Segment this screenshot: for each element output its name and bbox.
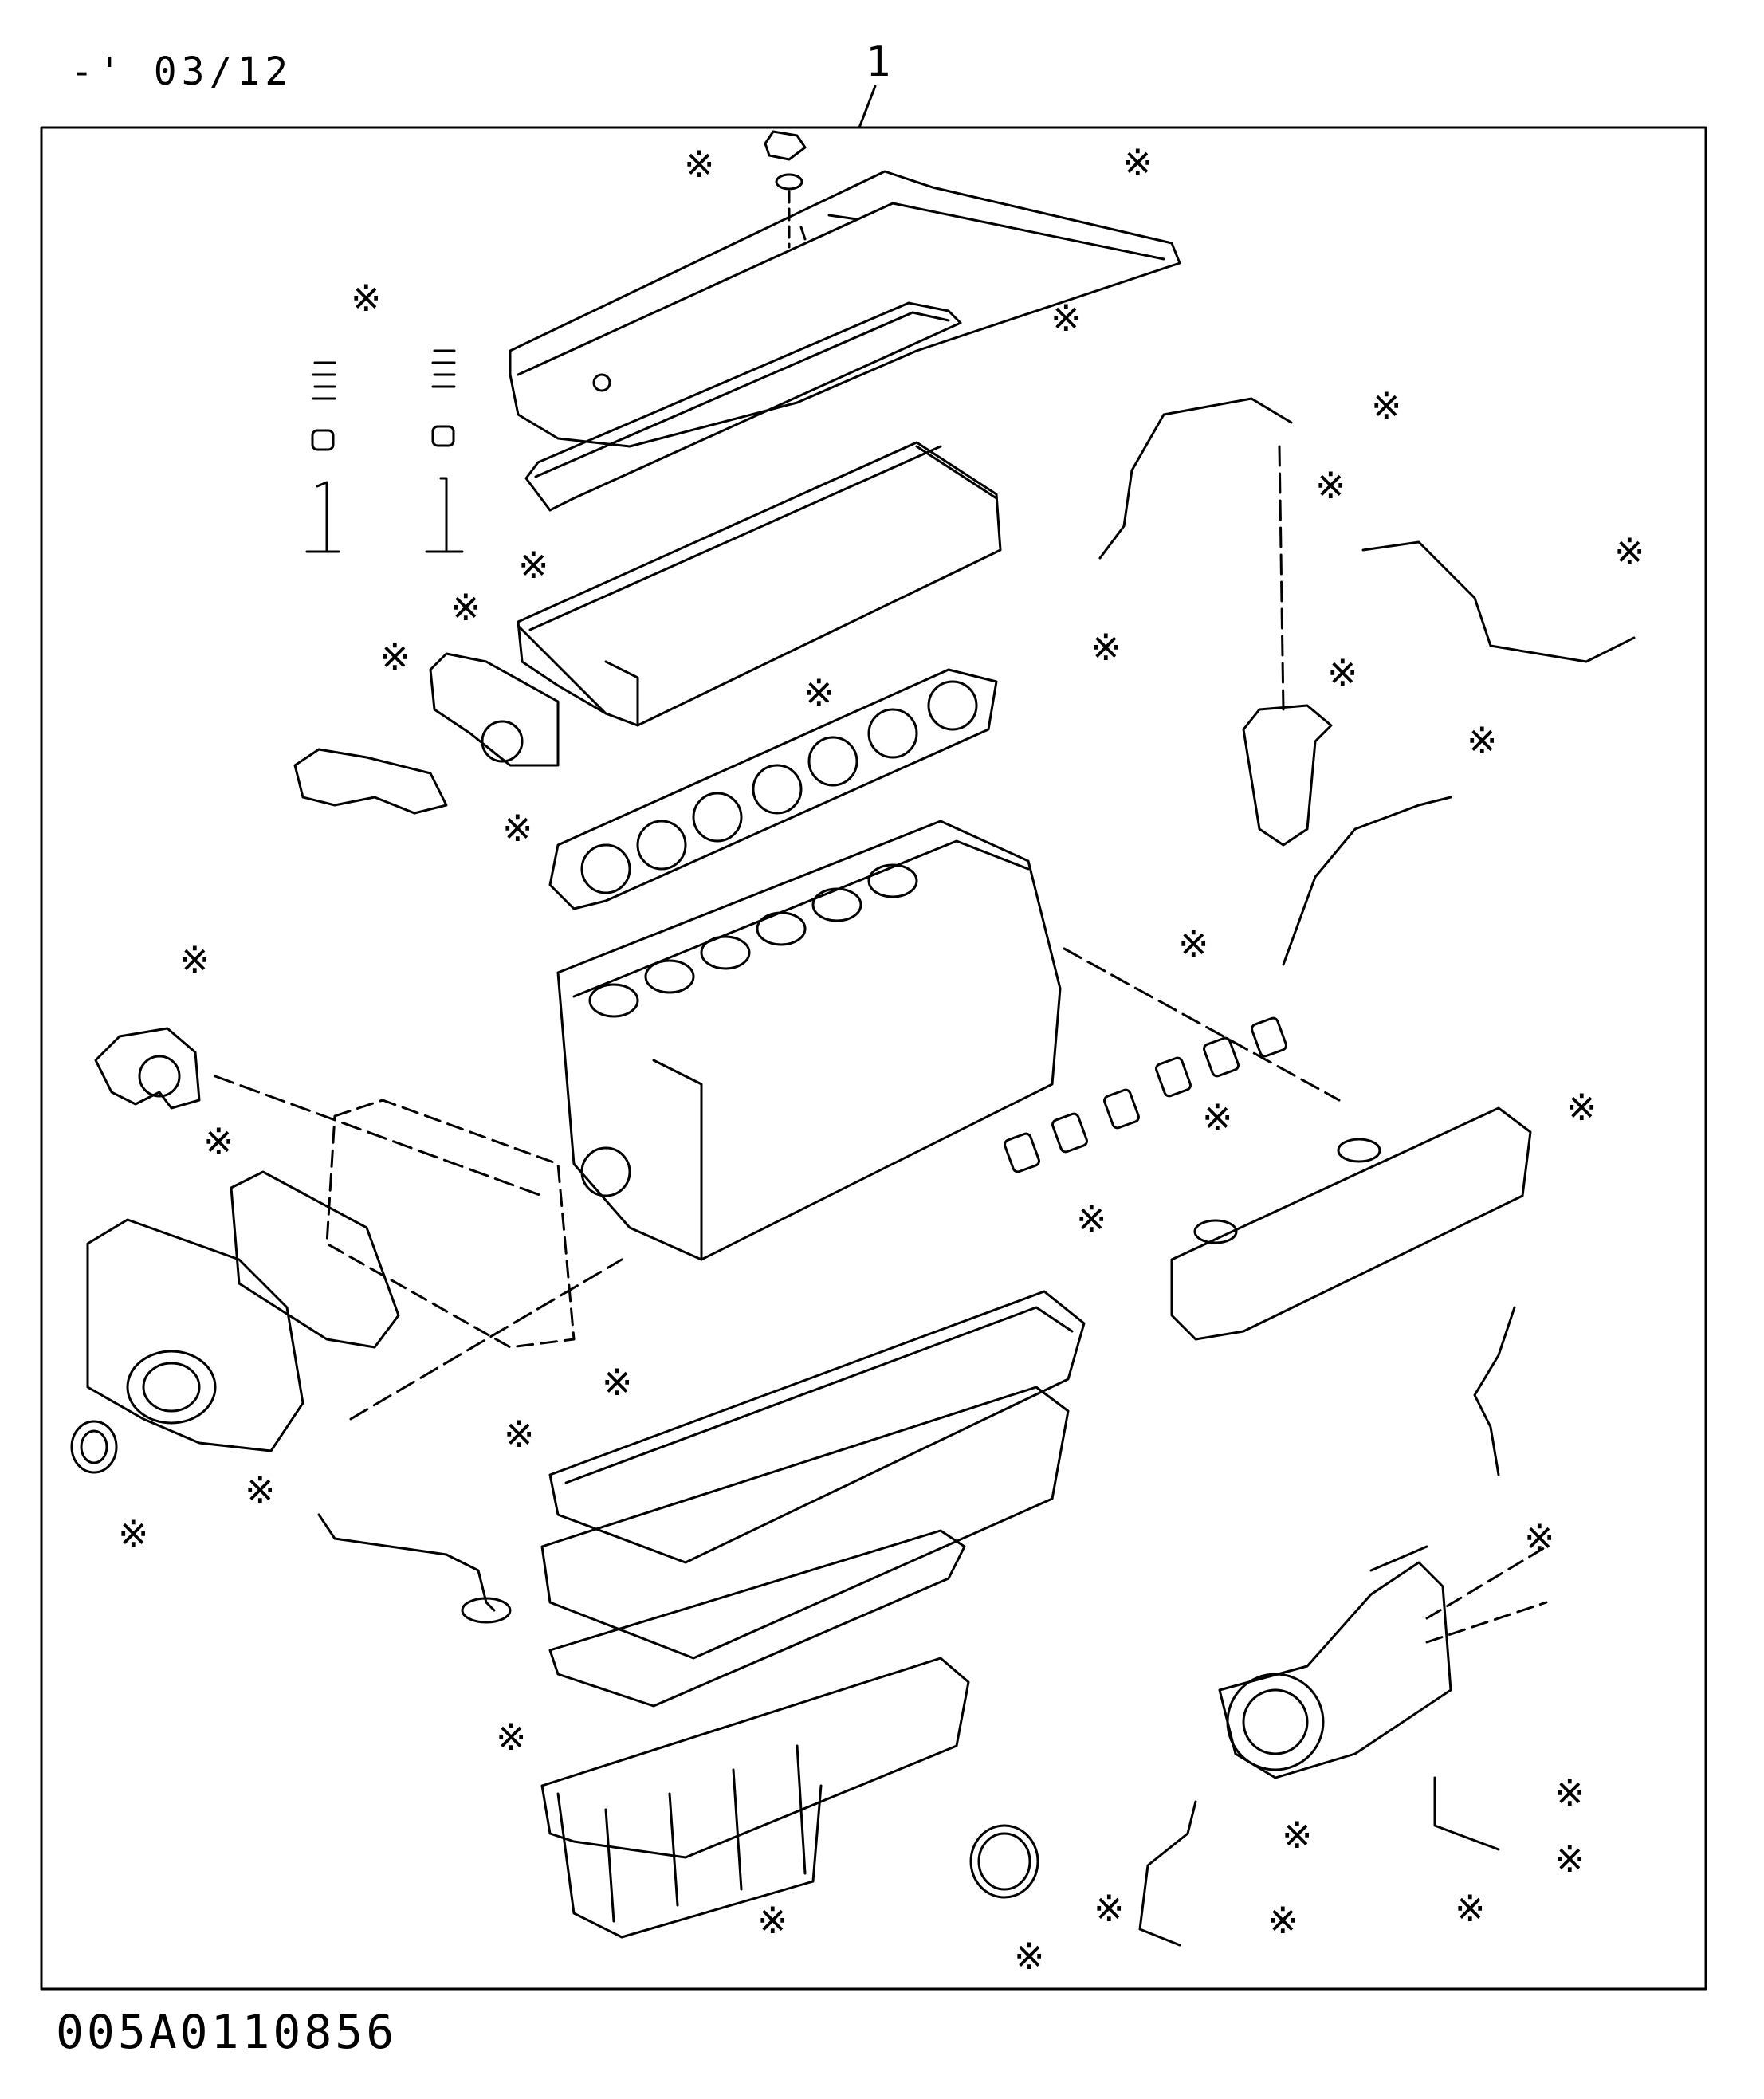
- oil-pan-gasket-upper: [548, 1290, 1086, 1564]
- rocker-cover-gasket: [524, 301, 962, 512]
- fuel-pipe-1: [1098, 397, 1293, 560]
- water-pump: [94, 1027, 544, 1197]
- oil-filler-cap: [764, 130, 807, 249]
- marker-23: ※: [504, 1413, 535, 1456]
- marker-31: ※: [1094, 1887, 1125, 1930]
- injection-pipe: [1138, 1800, 1197, 1947]
- valve-spring-left: [305, 361, 340, 553]
- thermostat-housing: [429, 652, 560, 767]
- marker-28: ※: [1554, 1771, 1585, 1814]
- item-number: 1: [866, 38, 891, 86]
- marker-26: ※: [1524, 1516, 1555, 1559]
- fuel-pipe-3: [1282, 796, 1452, 966]
- cylinder-head: [517, 441, 1002, 727]
- marker-12: ※: [379, 635, 411, 678]
- marker-32: ※: [1455, 1887, 1486, 1930]
- marker-4: ※: [1051, 297, 1082, 340]
- fuel-pipe-4: [1473, 1306, 1516, 1476]
- marker-20: ※: [203, 1120, 234, 1163]
- injection-pump-o-ring: [969, 1824, 1039, 1899]
- marker-9: ※: [1090, 626, 1122, 669]
- marker-30: ※: [1554, 1838, 1585, 1881]
- rocker-cover: [509, 170, 1181, 448]
- marker-17: ※: [1178, 922, 1209, 965]
- marker-21: ※: [1076, 1197, 1107, 1240]
- marker-25: ※: [118, 1512, 149, 1555]
- manifold: [1063, 947, 1532, 1341]
- injection-pump: [1218, 1545, 1452, 1779]
- marker-10: ※: [1327, 651, 1358, 694]
- fuel-pipe-2: [1361, 540, 1636, 663]
- marker-8: ※: [518, 544, 549, 587]
- water-outlet-pipe: [293, 748, 448, 815]
- oil-pan: [540, 1657, 970, 1939]
- marker-1: ※: [684, 143, 715, 186]
- diagram-frame: [40, 126, 1707, 1991]
- marker-3: ※: [351, 277, 382, 320]
- marker-7: ※: [1614, 530, 1645, 573]
- cylinder-block: [325, 820, 1062, 1349]
- marker-35: ※: [1014, 1935, 1045, 1978]
- marker-5: ※: [1371, 384, 1402, 427]
- drawing-code: 005A0110856: [56, 2005, 398, 2059]
- marker-11: ※: [450, 586, 481, 629]
- oil-pan-spacer: [540, 1386, 1070, 1660]
- return-pipe: [1433, 1776, 1500, 1851]
- oil-strainer-pipe: [317, 1513, 496, 1612]
- marker-29: ※: [1282, 1814, 1313, 1857]
- item-leader: [858, 85, 877, 129]
- version-note: -' 03/12: [70, 49, 293, 94]
- marker-33: ※: [757, 1899, 788, 1942]
- cylinder-head-gasket: [548, 668, 998, 910]
- marker-18: ※: [1202, 1096, 1233, 1139]
- marker-24: ※: [245, 1468, 276, 1511]
- valve-spring-right: [425, 349, 464, 553]
- marker-15: ※: [502, 807, 533, 850]
- marker-27: ※: [496, 1716, 527, 1759]
- intake-manifold-gaskets: [1004, 1016, 1287, 1173]
- marker-16: ※: [179, 938, 210, 981]
- crankshaft-front-seal: [70, 1420, 118, 1474]
- fuel-filter: [1242, 445, 1333, 847]
- gear-case-gasket: [230, 1170, 400, 1349]
- marker-34: ※: [1267, 1899, 1298, 1942]
- marker-6: ※: [1315, 464, 1346, 507]
- marker-13: ※: [803, 671, 835, 714]
- marker-2: ※: [1122, 141, 1153, 184]
- marker-22: ※: [602, 1361, 633, 1404]
- front-gear-case: [86, 1170, 400, 1452]
- marker-19: ※: [1566, 1086, 1597, 1129]
- oil-pan-gasket-lower: [548, 1529, 966, 1708]
- marker-14: ※: [1467, 719, 1498, 762]
- kit-item-markers: ※ ※ ※ ※ ※ ※ ※ ※ ※ ※ ※ ※ ※ ※ ※ ※ ※ ※ ※ ※ …: [118, 141, 1645, 1978]
